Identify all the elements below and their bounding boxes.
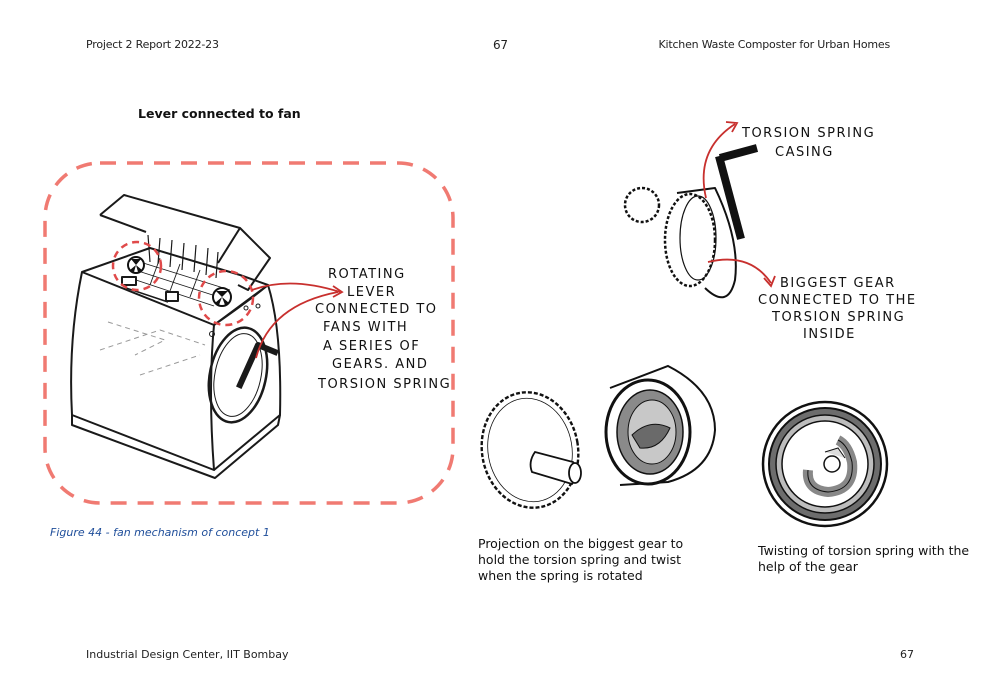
- label-line: TORSION SPRING: [741, 126, 875, 141]
- gear-assembly-sketch: [623, 144, 759, 299]
- header-report-title: Project 2 Report 2022-23: [86, 38, 219, 51]
- fan-left-icon: [127, 256, 145, 274]
- annotation-line: LEVER: [347, 285, 396, 300]
- spring-casing-illustration: [604, 364, 717, 486]
- caption-projection: Projection on the biggest gear to hold t…: [478, 536, 684, 583]
- annotation-line: ROTATING: [328, 267, 406, 282]
- label-torsion-casing: TORSION SPRING CASING: [741, 126, 875, 160]
- dashed-frame: [43, 161, 455, 505]
- section-title: Lever connected to fan: [138, 106, 301, 121]
- header-page-number: 67: [493, 38, 508, 52]
- composter-sketch: [70, 194, 282, 479]
- annotation-arrow-lever: [255, 291, 339, 359]
- arrow-biggest-gear: [707, 258, 776, 288]
- gear-projection-illustration: [480, 391, 582, 509]
- annotation-arrow-fan: [251, 282, 341, 293]
- header-project-title: Kitchen Waste Composter for Urban Homes: [658, 38, 890, 51]
- annotation-line: CONNECTED TO: [315, 302, 438, 317]
- arrow-casing: [702, 121, 739, 199]
- fan-right-icon: [212, 287, 232, 307]
- label-line: CONNECTED TO THE: [758, 293, 917, 308]
- annotation-line: FANS WITH: [323, 320, 408, 335]
- annotation-line: GEARS. AND: [332, 357, 428, 372]
- annotation-line: TORSION SPRING: [317, 377, 451, 392]
- label-line: TORSION SPRING: [771, 310, 905, 325]
- caption-twisting: Twisting of torsion spring with the help…: [758, 543, 970, 574]
- label-line: CASING: [775, 145, 834, 160]
- fan-highlight-right: [197, 269, 255, 327]
- label-line: INSIDE: [803, 327, 856, 342]
- fan-highlight-left: [111, 240, 163, 292]
- footer-page-number: 67: [900, 648, 914, 661]
- annotation-line: A SERIES OF: [323, 339, 420, 354]
- footer-institution: Industrial Design Center, IIT Bombay: [86, 648, 289, 661]
- label-biggest-gear: BIGGEST GEAR CONNECTED TO THE TORSION SP…: [758, 276, 917, 342]
- label-line: BIGGEST GEAR: [780, 276, 896, 291]
- annotation-left: ROTATING LEVER CONNECTED TO FANS WITH A …: [315, 267, 451, 392]
- figure-caption: Figure 44 - fan mechanism of concept 1: [50, 526, 270, 539]
- torsion-spring-illustration: [761, 400, 889, 528]
